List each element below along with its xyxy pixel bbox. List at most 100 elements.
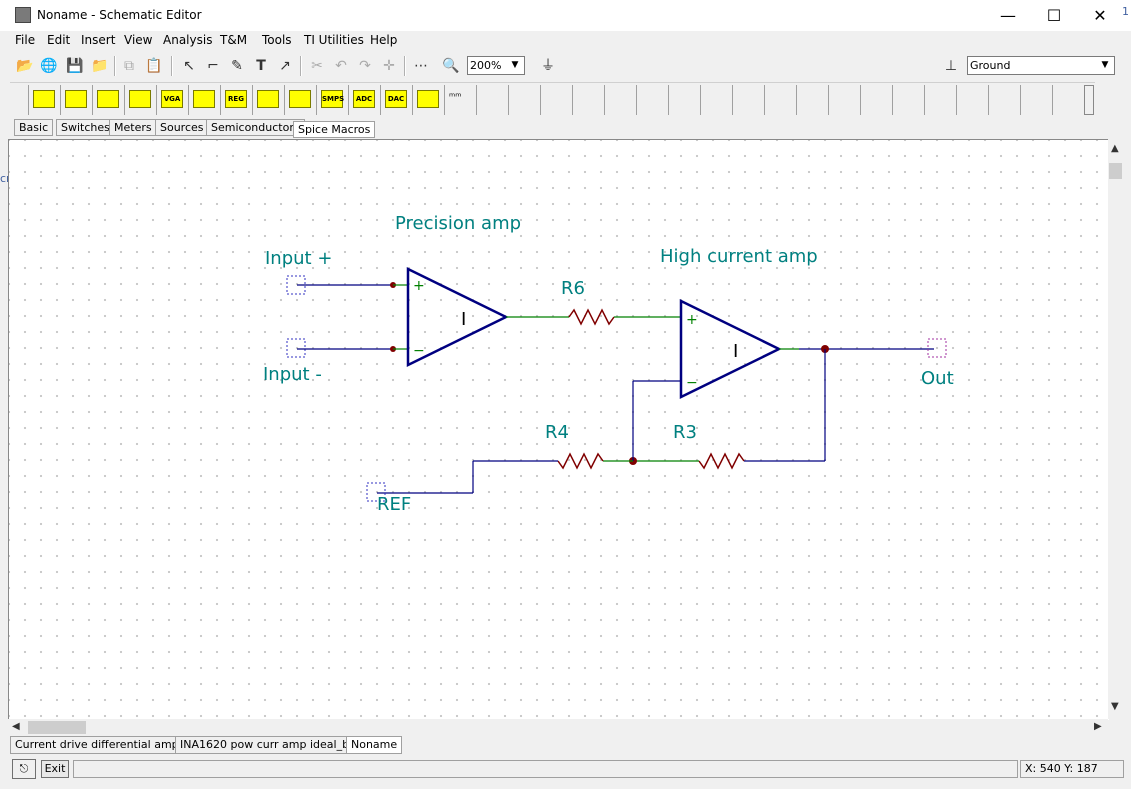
- maximize-button[interactable]: ☐: [1046, 6, 1062, 25]
- component-select[interactable]: Ground ▼: [967, 56, 1115, 75]
- part-buffer-button[interactable]: [188, 85, 220, 115]
- driver-icon: [257, 90, 279, 108]
- globe-search-icon[interactable]: 🌐: [40, 58, 58, 74]
- crosshair-icon[interactable]: ✛: [383, 58, 395, 74]
- toolbar-grip[interactable]: [1084, 85, 1094, 115]
- label-r4: R4: [545, 422, 569, 443]
- out-terminal: [927, 338, 947, 358]
- empty-slot[interactable]: [1052, 85, 1084, 115]
- empty-slot[interactable]: [636, 85, 668, 115]
- empty-slot[interactable]: [796, 85, 828, 115]
- tab-sources[interactable]: Sources: [155, 119, 209, 136]
- menu-ti-utilities[interactable]: TI Utilities: [304, 33, 364, 47]
- doc-tab-current-drive[interactable]: Current drive differential amplifier: [10, 736, 208, 754]
- part-adc-button[interactable]: ADC: [348, 85, 380, 115]
- delete-icon[interactable]: ✂: [311, 58, 323, 74]
- menu-help[interactable]: Help: [370, 33, 398, 47]
- open-folder-icon[interactable]: 📂: [16, 58, 34, 74]
- empty-slot[interactable]: [540, 85, 572, 115]
- vertical-scrollbar[interactable]: ▲ ▼: [1108, 139, 1123, 719]
- paste-icon[interactable]: 📋: [145, 58, 163, 74]
- open-design-icon[interactable]: 📁: [91, 58, 109, 74]
- ref-terminal: [366, 482, 386, 502]
- menu-bar: File Edit Insert View Analysis T&M Tools…: [0, 31, 1131, 51]
- empty-slot[interactable]: [764, 85, 796, 115]
- cursor-coords: X: 540 Y: 187: [1020, 760, 1124, 778]
- menu-tm[interactable]: T&M: [220, 33, 248, 47]
- part-reg-button[interactable]: REG: [220, 85, 252, 115]
- part-dac-button[interactable]: DAC: [380, 85, 412, 115]
- part-inductor-button[interactable]: ᵐᵐ: [444, 85, 476, 115]
- empty-slot[interactable]: [604, 85, 636, 115]
- empty-slot[interactable]: [828, 85, 860, 115]
- select-arrow-icon[interactable]: ↖: [183, 58, 195, 74]
- tab-semiconductors[interactable]: Semiconductors: [206, 119, 305, 136]
- tab-switches[interactable]: Switches: [56, 119, 115, 136]
- buffer-icon: [193, 90, 215, 108]
- menu-edit[interactable]: Edit: [47, 33, 71, 47]
- undo-icon[interactable]: ↶: [335, 58, 347, 74]
- exit-door-icon[interactable]: ⎋: [12, 759, 36, 779]
- menu-analysis[interactable]: Analysis: [163, 33, 213, 47]
- tab-meters[interactable]: Meters: [109, 119, 157, 136]
- empty-slot[interactable]: [892, 85, 924, 115]
- ground-place-icon[interactable]: ⊥: [944, 58, 958, 74]
- wire-icon[interactable]: ⌐: [207, 58, 219, 74]
- doc-tab-noname[interactable]: Noname: [346, 736, 403, 754]
- scroll-down-icon[interactable]: ▼: [1111, 701, 1119, 712]
- scroll-left-icon[interactable]: [10, 85, 22, 115]
- text-icon[interactable]: T: [256, 58, 266, 74]
- part-amp-button[interactable]: [92, 85, 124, 115]
- redo-icon[interactable]: ↷: [359, 58, 371, 74]
- empty-slot[interactable]: [988, 85, 1020, 115]
- pencil-icon[interactable]: ✎: [231, 58, 243, 74]
- part-driver-button[interactable]: [252, 85, 284, 115]
- save-icon[interactable]: 💾: [66, 58, 84, 74]
- app-icon[interactable]: [15, 7, 31, 23]
- schematic-canvas[interactable]: + − I + − I Precision amp High current a…: [8, 139, 1109, 720]
- empty-slot[interactable]: [476, 85, 508, 115]
- pin-icon[interactable]: ↗: [279, 58, 291, 74]
- scroll-left-icon[interactable]: ◀: [12, 721, 20, 732]
- empty-slot[interactable]: [668, 85, 700, 115]
- resistor-r3: [698, 452, 745, 470]
- part-vga-button[interactable]: VGA: [156, 85, 188, 115]
- title-bar: Noname - Schematic Editor — ☐ ✕: [0, 0, 1131, 31]
- empty-slot[interactable]: [732, 85, 764, 115]
- meter-icon[interactable]: ⏚: [541, 58, 555, 74]
- empty-slot[interactable]: [860, 85, 892, 115]
- exit-button[interactable]: Exit: [41, 760, 69, 778]
- tab-basic[interactable]: Basic: [14, 119, 54, 136]
- empty-slot[interactable]: [924, 85, 956, 115]
- minimize-button[interactable]: —: [1000, 6, 1016, 25]
- empty-slot[interactable]: [700, 85, 732, 115]
- label-r6: R6: [561, 278, 585, 299]
- part-comparator-button[interactable]: [124, 85, 156, 115]
- zoom-icon[interactable]: 🔍: [442, 58, 460, 74]
- tab-spice-macros[interactable]: Spice Macros: [293, 121, 376, 138]
- menu-view[interactable]: View: [124, 33, 153, 47]
- empty-slot[interactable]: [572, 85, 604, 115]
- zoom-select[interactable]: 200% ▼: [467, 56, 525, 75]
- part-switch-button[interactable]: [284, 85, 316, 115]
- empty-slot[interactable]: [1020, 85, 1052, 115]
- scroll-up-icon[interactable]: ▲: [1111, 143, 1119, 154]
- empty-slot[interactable]: [956, 85, 988, 115]
- part-smps-button[interactable]: SMPS: [316, 85, 348, 115]
- opamp-plus-sign: +: [413, 278, 425, 294]
- part-opamp-button[interactable]: [28, 85, 60, 115]
- part-diffamp-button[interactable]: [60, 85, 92, 115]
- menu-insert[interactable]: Insert: [81, 33, 116, 47]
- horizontal-scroll-thumb[interactable]: [28, 721, 86, 734]
- part-chip-button[interactable]: [412, 85, 444, 115]
- menu-tools[interactable]: Tools: [262, 33, 292, 47]
- copy-icon[interactable]: ⧉: [124, 58, 134, 74]
- menu-file[interactable]: File: [15, 33, 36, 47]
- doc-tab-ina1620[interactable]: INA1620 pow curr amp ideal_bal3: [175, 736, 371, 754]
- grid-icon[interactable]: ⋯: [414, 58, 428, 74]
- close-button[interactable]: ✕: [1093, 6, 1107, 25]
- vertical-scroll-thumb[interactable]: [1109, 163, 1122, 179]
- empty-slot[interactable]: [508, 85, 540, 115]
- scroll-right-icon[interactable]: ▶: [1094, 721, 1102, 732]
- horizontal-scrollbar[interactable]: ◀ ▶: [8, 719, 1108, 736]
